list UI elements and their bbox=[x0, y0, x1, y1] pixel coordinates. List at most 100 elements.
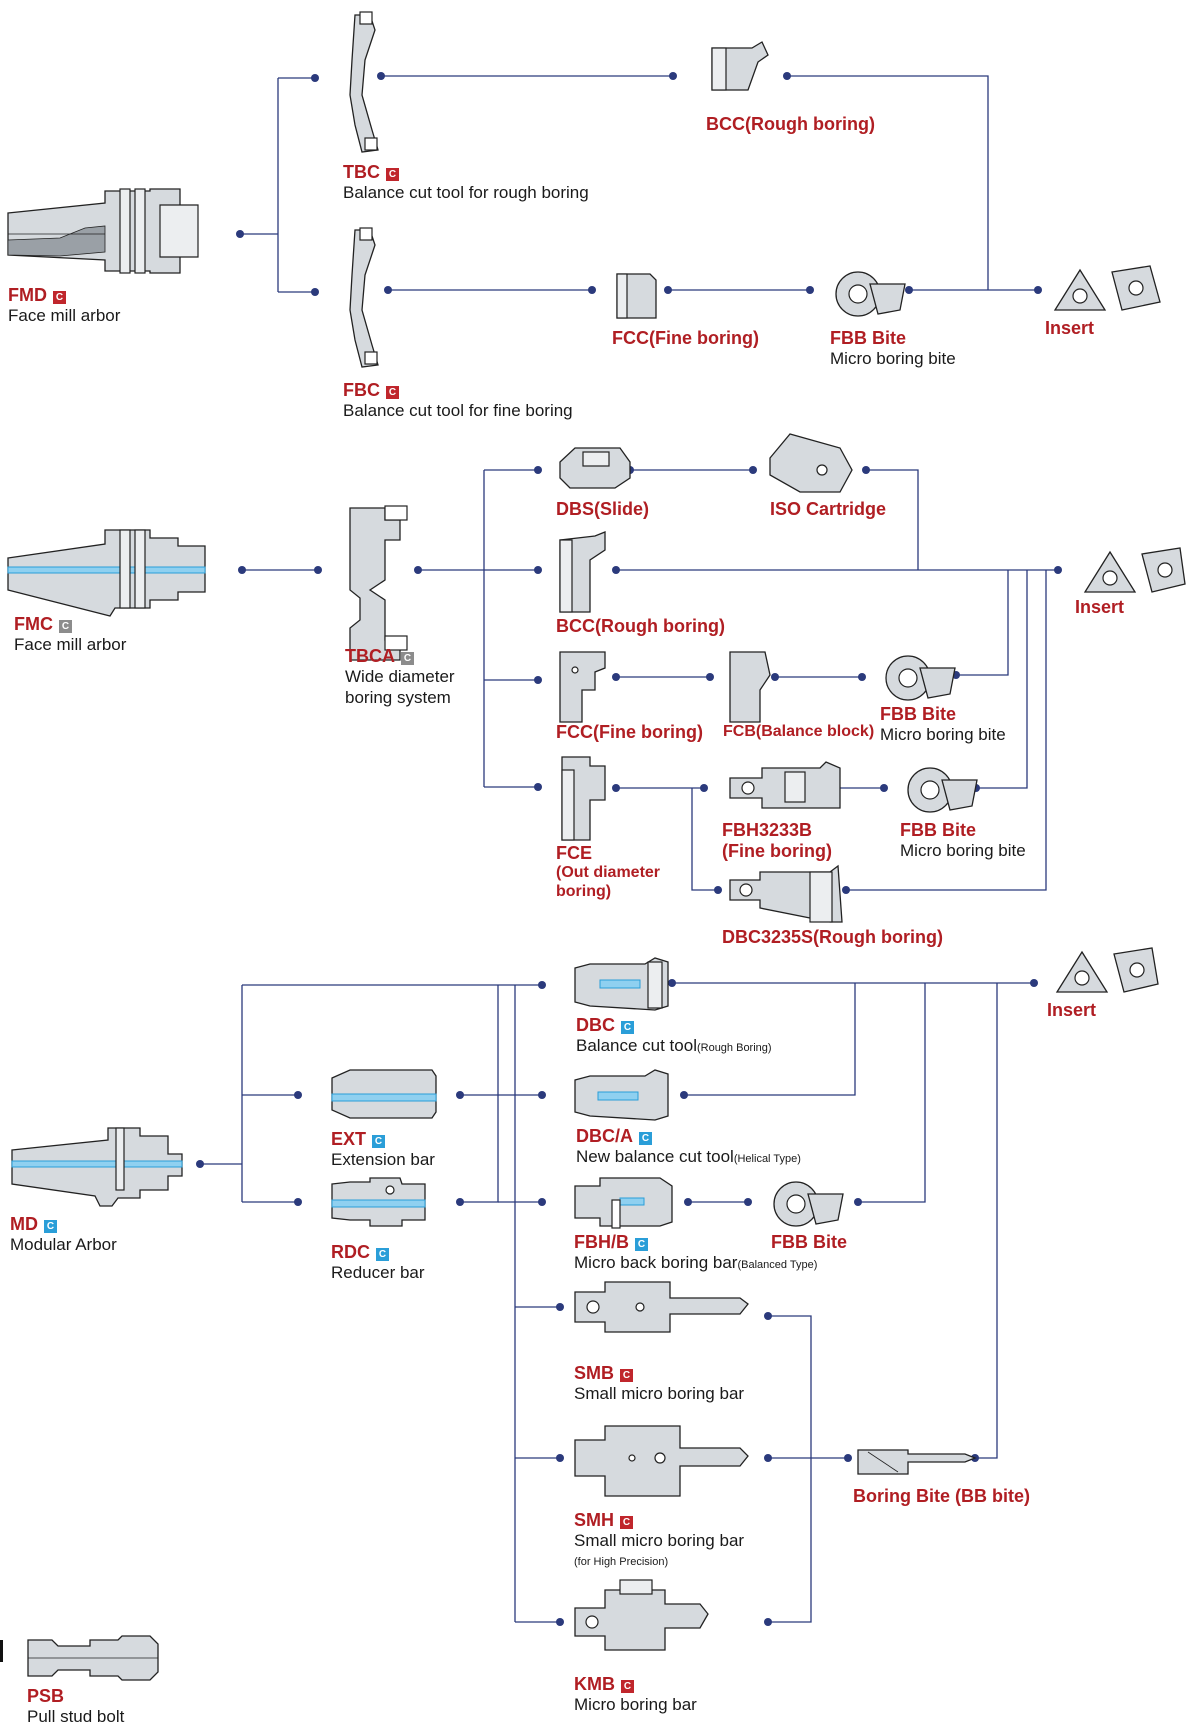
bcc-rough-label: BCC(Rough boring) bbox=[556, 616, 725, 637]
fcc-fine-icon bbox=[560, 652, 605, 722]
md-label: MD C Modular Arbor bbox=[10, 1214, 117, 1256]
fcc-fine-label: FCC(Fine boring) bbox=[556, 722, 703, 743]
fmc-desc: Face mill arbor bbox=[14, 635, 126, 654]
md-arbor-icon bbox=[12, 1128, 182, 1206]
dbc3235s-label: DBC3235S(Rough boring) bbox=[722, 927, 943, 948]
fmd-arbor-icon bbox=[8, 189, 198, 273]
bb-bite-label: Boring Bite (BB bite) bbox=[853, 1486, 1030, 1507]
dbc-desc: Balance cut tool bbox=[576, 1036, 697, 1055]
fbb-desc: Micro boring bite bbox=[830, 349, 956, 368]
psb-desc: Pull stud bolt bbox=[27, 1707, 124, 1726]
fce-line3: boring) bbox=[556, 883, 611, 900]
smb-desc: Small micro boring bar bbox=[574, 1384, 744, 1403]
category-badge: C bbox=[44, 1220, 57, 1233]
tbca-label: TBCAC Wide diameter boring system bbox=[345, 646, 455, 708]
dbca-code: DBC/A bbox=[576, 1126, 633, 1146]
category-badge: C bbox=[620, 1369, 633, 1382]
fbhb-desc-small: (Balanced Type) bbox=[737, 1259, 817, 1271]
tbc-tool-icon bbox=[350, 12, 378, 152]
smb-label: SMB C Small micro boring bar bbox=[574, 1363, 744, 1405]
fbb1-code: FBB Bite bbox=[880, 704, 956, 724]
fbb-bite-icon bbox=[774, 1182, 843, 1226]
kmb-desc: Micro boring bar bbox=[574, 1695, 697, 1714]
psb-bolt-icon bbox=[28, 1636, 158, 1680]
rdc-label: RDC C Reducer bar bbox=[331, 1242, 425, 1284]
dbc-code: DBC bbox=[576, 1015, 615, 1035]
category-badge: C bbox=[386, 386, 399, 399]
fbb2-code: FBB Bite bbox=[900, 820, 976, 840]
dbs-label: DBS(Slide) bbox=[556, 499, 649, 520]
fbb1-desc: Micro boring bite bbox=[880, 725, 1006, 744]
bcc-cartridge-icon bbox=[712, 42, 768, 90]
category-badge: C bbox=[639, 1132, 652, 1145]
smh-desc-small: (for High Precision) bbox=[574, 1556, 668, 1568]
ext-desc: Extension bar bbox=[331, 1150, 435, 1169]
category-badge: C bbox=[59, 620, 72, 633]
smb-bar-icon bbox=[575, 1282, 748, 1332]
category-badge: C bbox=[401, 652, 414, 665]
bcc-rough-icon bbox=[560, 532, 605, 612]
fmc-arbor-icon bbox=[8, 530, 205, 616]
category-badge: C bbox=[621, 1021, 634, 1034]
fbhb-bar-icon bbox=[575, 1178, 672, 1228]
insert-label: Insert bbox=[1075, 597, 1124, 618]
category-badge: C bbox=[53, 291, 66, 304]
fbh3233b-label: FBH3233B (Fine boring) bbox=[722, 820, 832, 863]
category-badge: C bbox=[386, 168, 399, 181]
fcc-cartridge-icon bbox=[617, 274, 656, 318]
fbb-label: FBB Bite bbox=[771, 1232, 847, 1253]
dbca-desc: New balance cut tool bbox=[576, 1147, 734, 1166]
fmd-desc: Face mill arbor bbox=[8, 306, 120, 325]
tbc-label: TBCC Balance cut tool for rough boring bbox=[343, 162, 589, 204]
insert-icon bbox=[1057, 948, 1158, 992]
fbb-code: FBB Bite bbox=[830, 328, 906, 348]
edge-marker bbox=[0, 1640, 3, 1662]
fbh3233b-code: FBH3233B bbox=[722, 820, 812, 840]
smh-bar-icon bbox=[575, 1426, 748, 1496]
category-badge: C bbox=[376, 1248, 389, 1261]
fbb-label: FBB Bite Micro boring bite bbox=[830, 328, 956, 370]
ext-code: EXT bbox=[331, 1129, 366, 1149]
fbh3233b-icon bbox=[730, 762, 840, 808]
dbs-slide-icon bbox=[560, 448, 630, 488]
fce-code: FCE bbox=[556, 843, 592, 863]
rdc-desc: Reducer bar bbox=[331, 1263, 425, 1282]
fce-line2: (Out diameter bbox=[556, 864, 660, 881]
bb-bite-icon bbox=[858, 1450, 975, 1474]
dbca-desc-small: (Helical Type) bbox=[734, 1153, 801, 1165]
fmc-label: FMC C Face mill arbor bbox=[14, 614, 126, 656]
ext-bar-icon bbox=[332, 1070, 436, 1118]
iso-cartridge-label: ISO Cartridge bbox=[770, 499, 886, 520]
fbb1-label: FBB Bite Micro boring bite bbox=[880, 704, 1006, 746]
smb-code: SMB bbox=[574, 1363, 614, 1383]
fmc-code: FMC bbox=[14, 614, 53, 634]
bcc-label: BCC(Rough boring) bbox=[706, 114, 875, 135]
md-desc: Modular Arbor bbox=[10, 1235, 117, 1254]
fcc-label: FCC(Fine boring) bbox=[612, 328, 759, 349]
tbca-system-icon bbox=[350, 506, 407, 660]
dbc-desc-small: (Rough Boring) bbox=[697, 1042, 772, 1054]
rdc-code: RDC bbox=[331, 1242, 370, 1262]
fbh3233b-line2: (Fine boring) bbox=[722, 841, 832, 861]
fbb-bite-icon bbox=[886, 656, 955, 700]
md-code: MD bbox=[10, 1214, 38, 1234]
fbc-code: FBC bbox=[343, 380, 380, 400]
dbca-tool-icon bbox=[575, 1070, 668, 1120]
tbc-code: TBC bbox=[343, 162, 380, 182]
smh-code: SMH bbox=[574, 1510, 614, 1530]
kmb-code: KMB bbox=[574, 1674, 615, 1694]
dbc-label: DBC C Balance cut tool(Rough Boring) bbox=[576, 1015, 772, 1057]
psb-code: PSB bbox=[27, 1686, 64, 1706]
dbc3235s-icon bbox=[730, 866, 842, 922]
fcb-block-icon bbox=[730, 652, 770, 722]
fbhb-desc: Micro back boring bar bbox=[574, 1253, 737, 1272]
iso-cartridge-icon bbox=[770, 434, 852, 492]
tbca-desc-line2: boring system bbox=[345, 688, 451, 707]
fbb2-desc: Micro boring bite bbox=[900, 841, 1026, 860]
dbca-label: DBC/A C New balance cut tool(Helical Type… bbox=[576, 1126, 801, 1168]
fce-label: FCE (Out diameter boring) bbox=[556, 843, 660, 901]
